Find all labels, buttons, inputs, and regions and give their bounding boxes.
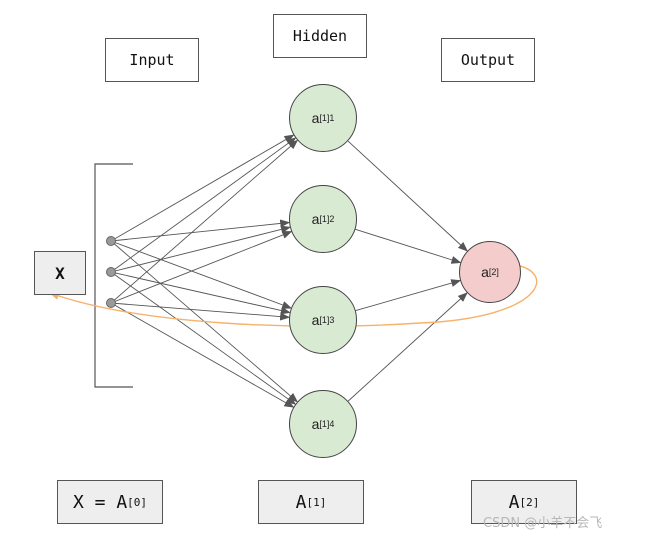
watermark: CSDN @小羊不会飞 (483, 516, 603, 531)
hidden-output-edge (355, 228, 462, 264)
input-header: Input (105, 38, 199, 82)
hidden-node-3: a[1]3 (289, 286, 357, 354)
bottom-label-hidden: A[1] (258, 480, 364, 524)
output-header: Output (441, 38, 535, 82)
input-neuron (106, 267, 116, 277)
bottom-label-input: X = A[0] (57, 480, 163, 524)
input-hidden-edge (110, 302, 291, 321)
output-node: a[2] (459, 241, 521, 303)
hidden-node-1: a[1]1 (289, 84, 357, 152)
bottom-label-output: A[2] (471, 480, 577, 524)
input-bracket (94, 163, 133, 388)
input-x-box: X (34, 251, 86, 295)
input-hidden-edge (110, 231, 293, 304)
hidden-output-edge (347, 292, 468, 402)
input-to-hidden-edges (110, 134, 299, 408)
input-hidden-edge (110, 134, 295, 242)
input-neuron (106, 236, 116, 246)
input-hidden-edge (110, 271, 291, 315)
hidden-node-4: a[1]4 (289, 390, 357, 458)
hidden-to-output-edges (347, 140, 468, 402)
input-hidden-edge (110, 139, 299, 304)
feedback-arrow (49, 263, 538, 327)
input-neuron (106, 298, 116, 308)
hidden-node-2: a[1]2 (289, 185, 357, 253)
hidden-output-edge (355, 279, 462, 312)
hidden-output-edge (347, 140, 468, 252)
input-hidden-edge (110, 225, 291, 273)
input-hidden-edge (110, 271, 297, 405)
input-hidden-edge (110, 219, 291, 242)
input-hidden-edge (110, 137, 297, 273)
hidden-header: Hidden (273, 14, 367, 58)
input-hidden-edge (110, 240, 293, 309)
input-hidden-edge (110, 302, 295, 408)
